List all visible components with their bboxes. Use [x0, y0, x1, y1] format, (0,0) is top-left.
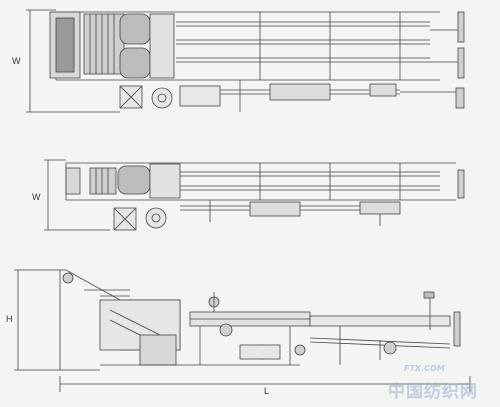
fan: [151, 87, 173, 109]
roller-box: [83, 13, 125, 75]
cylinder-2: [117, 165, 151, 195]
flange-upper: [457, 11, 465, 43]
flange-lower: [457, 47, 465, 79]
length-label: L: [264, 386, 270, 396]
top-view-2: [44, 159, 465, 231]
watermark-subtext: FTX.COM: [404, 364, 445, 373]
outlet-flange: [453, 311, 461, 347]
guide-roller: [62, 272, 74, 284]
height-label: H: [6, 314, 13, 324]
top-view-1: [26, 9, 465, 113]
pump: [139, 334, 177, 366]
cylinder-upper: [119, 13, 151, 45]
width-label-top: W: [12, 56, 21, 66]
flange-2: [457, 169, 465, 199]
fan-2: [145, 207, 167, 229]
width-label-middle: W: [32, 192, 41, 202]
roller-box-2: [89, 167, 117, 195]
watermark-text: 中国纺织网: [388, 382, 478, 402]
cylinder-lower: [119, 47, 151, 79]
side-view: [14, 269, 471, 392]
heat-exchanger: [269, 83, 331, 101]
